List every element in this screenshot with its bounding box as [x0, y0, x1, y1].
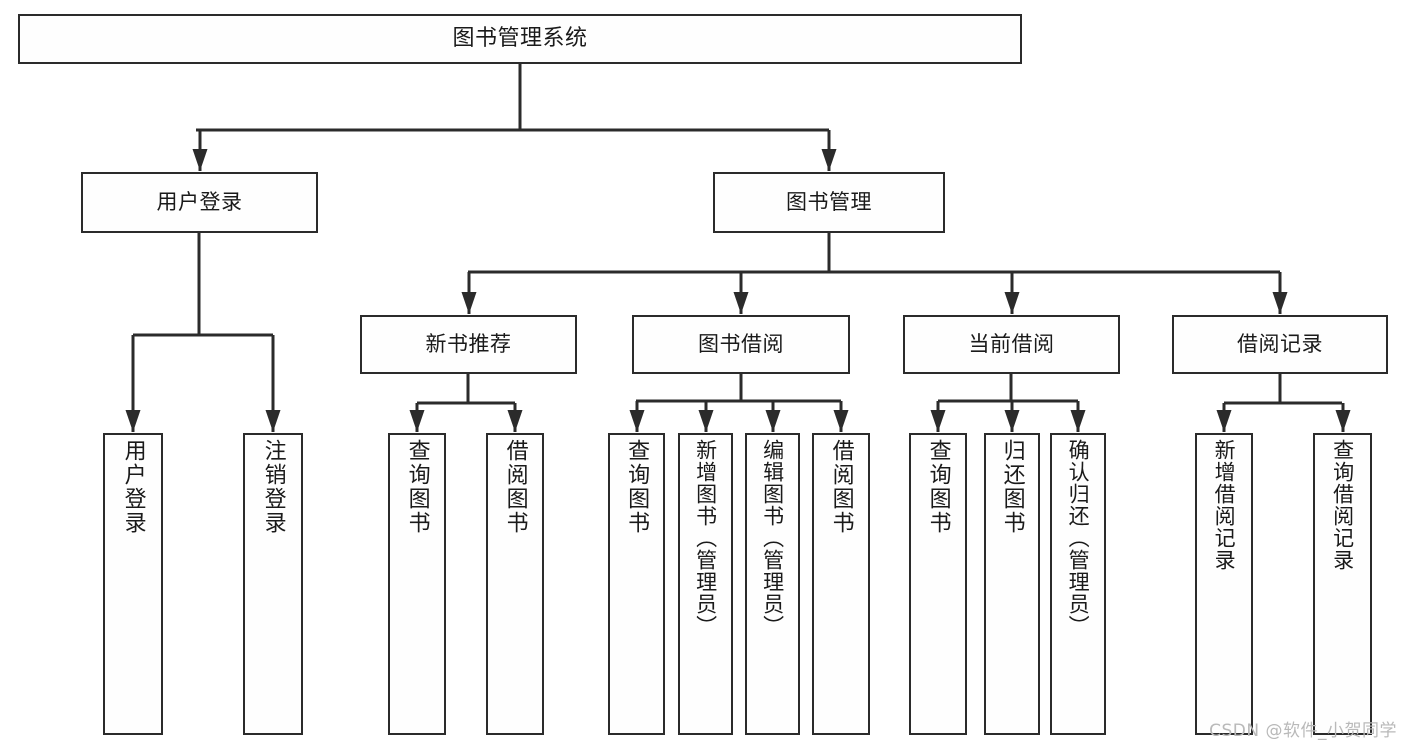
node-leaf-query-borrow-record[interactable]: 查询借阅记录: [1313, 433, 1372, 735]
node-leaf-user-login[interactable]: 用户登录: [103, 433, 163, 735]
node-label: 新增借阅记录: [1212, 439, 1237, 571]
watermark-text: CSDN @软件_小贺同学: [1209, 721, 1397, 741]
node-label: 确认归还（管理员）: [1066, 439, 1091, 637]
node-label: 当前借阅: [968, 332, 1055, 357]
node-label: 新增图书（管理员）: [693, 439, 718, 637]
node-leaf-query-book-3[interactable]: 查询图书: [909, 433, 967, 735]
node-leaf-add-book[interactable]: 新增图书（管理员）: [678, 433, 733, 735]
node-leaf-return-book[interactable]: 归还图书: [984, 433, 1040, 735]
node-new-book-recommendation[interactable]: 新书推荐: [360, 315, 577, 374]
node-label: 查询图书: [925, 439, 951, 535]
node-label: 借阅图书: [502, 439, 528, 535]
node-label: 图书管理系统: [452, 26, 588, 52]
node-current-borrowing[interactable]: 当前借阅: [903, 315, 1120, 374]
node-leaf-logout[interactable]: 注销登录: [243, 433, 303, 735]
node-label: 用户登录: [120, 439, 146, 535]
node-book-management[interactable]: 图书管理: [713, 172, 945, 233]
node-leaf-borrow-book-2[interactable]: 借阅图书: [812, 433, 870, 735]
node-leaf-borrow-book-1[interactable]: 借阅图书: [486, 433, 544, 735]
node-label: 图书管理: [786, 190, 872, 215]
node-leaf-add-borrow-record[interactable]: 新增借阅记录: [1195, 433, 1253, 735]
node-label: 借阅图书: [828, 439, 854, 535]
node-label: 查询图书: [624, 439, 650, 535]
node-label: 查询借阅记录: [1330, 439, 1355, 571]
node-user-login[interactable]: 用户登录: [81, 172, 318, 233]
node-label: 查询图书: [404, 439, 430, 535]
node-label: 借阅记录: [1237, 332, 1323, 357]
node-label: 编辑图书（管理员）: [760, 439, 785, 637]
node-label: 注销登录: [260, 439, 286, 535]
node-leaf-edit-book[interactable]: 编辑图书（管理员）: [745, 433, 800, 735]
node-label: 新书推荐: [425, 332, 512, 357]
node-book-borrowing[interactable]: 图书借阅: [632, 315, 850, 374]
node-leaf-confirm-return[interactable]: 确认归还（管理员）: [1050, 433, 1106, 735]
node-borrow-record[interactable]: 借阅记录: [1172, 315, 1388, 374]
node-system-root[interactable]: 图书管理系统: [18, 14, 1022, 64]
node-leaf-query-book-1[interactable]: 查询图书: [388, 433, 446, 735]
node-leaf-query-book-2[interactable]: 查询图书: [608, 433, 665, 735]
node-label: 图书借阅: [698, 332, 784, 357]
node-label: 归还图书: [999, 439, 1025, 535]
node-label: 用户登录: [156, 190, 243, 215]
